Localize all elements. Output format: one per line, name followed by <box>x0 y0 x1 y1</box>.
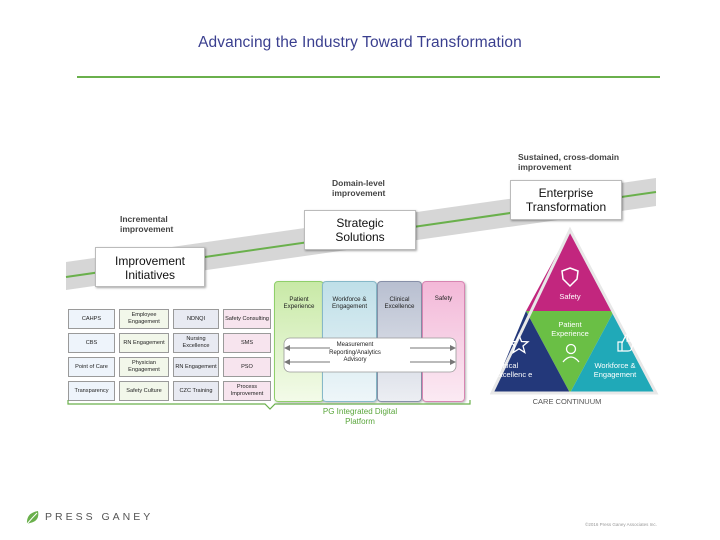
grid-cell: CZC Training <box>173 381 219 401</box>
enterprise-transformation-box: Enterprise Transformation <box>510 180 622 220</box>
grid-cell: Safety Culture <box>119 381 169 401</box>
grid-cell: Physician Engagement <box>119 357 169 377</box>
solutions-grid: CAHPS Employee Engagement NDNQI Safety C… <box>68 309 271 403</box>
strategic-solutions-box: Strategic Solutions <box>304 210 416 250</box>
grid-cell: Process Improvement <box>223 381 271 401</box>
page-title: Advancing the Industry Toward Transforma… <box>198 34 522 51</box>
grid-cell: RN Engagement <box>119 333 169 353</box>
domain-level-improvement-label: Domain-level improvement <box>332 178 386 198</box>
patient-experience-column-label: Patient Experience <box>283 296 315 310</box>
copyright-text: ©2016 Press Ganey Associates Inc. <box>585 522 657 527</box>
improvement-initiatives-box: Improvement Initiatives <box>95 247 205 287</box>
grid-cell: SMS <box>223 333 271 353</box>
triangle-safety-label: Safety <box>559 292 581 301</box>
grid-cell: Employee Engagement <box>119 309 169 329</box>
clinical-excellence-column-label: Clinical Excellence <box>384 296 415 310</box>
grid-cell: PSO <box>223 357 271 377</box>
triangle-patient-experience-label: Patient Experience <box>551 320 589 338</box>
triangle-workforce-label: Workforce & Engagement <box>593 361 637 379</box>
platform-label: PG Integrated Digital Platform <box>322 407 398 426</box>
shield-icon <box>561 267 579 288</box>
person-icon <box>562 343 580 363</box>
workforce-column-label: Workforce & Engagement <box>331 296 368 310</box>
leaf-logo-icon <box>26 511 39 525</box>
press-ganey-logo: PRESS GANEY <box>45 511 154 523</box>
safety-column-label: Safety <box>434 295 453 302</box>
thumbs-up-icon <box>617 334 634 352</box>
measurement-label: Measurement Reporting/Analytics Advisory <box>329 342 381 363</box>
triangle-clinical-label: Clinical Excellenc e <box>494 361 533 379</box>
care-triangle <box>490 226 659 395</box>
grid-cell: CAHPS <box>68 309 115 329</box>
measurement-arrows <box>283 337 457 373</box>
platform-bracket <box>67 400 471 410</box>
grid-cell: RN Engagement <box>173 357 219 377</box>
grid-cell: Safety Consulting <box>223 309 271 329</box>
sustained-improvement-label: Sustained, cross-domain improvement <box>518 152 620 172</box>
grid-cell: NDNQI <box>173 309 219 329</box>
grid-cell: CBS <box>68 333 115 353</box>
grid-cell: Transparency <box>68 381 115 401</box>
grid-cell: Point of Care <box>68 357 115 377</box>
star-icon <box>508 333 530 354</box>
incremental-improvement-label: Incremental improvement <box>120 214 174 234</box>
grid-cell: Nursing Excellence <box>173 333 219 353</box>
title-divider <box>77 76 660 78</box>
care-continuum-label: CARE CONTINUUM <box>524 396 610 407</box>
